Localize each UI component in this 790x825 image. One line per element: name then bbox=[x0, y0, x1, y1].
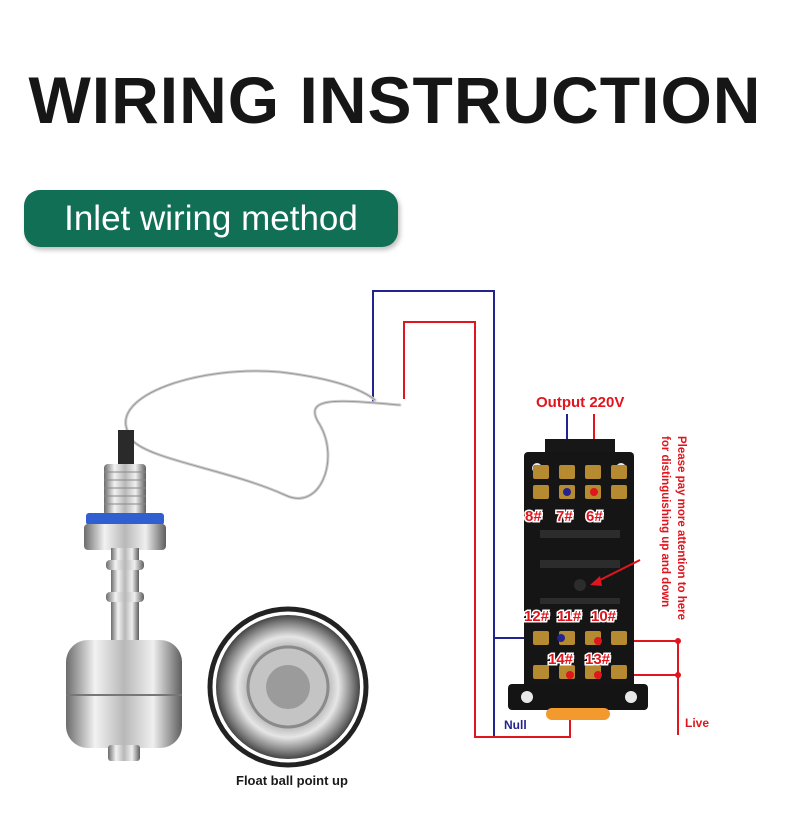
float-ball-closeup bbox=[207, 606, 369, 768]
terminal-11: 11# bbox=[557, 608, 582, 625]
note-arrow bbox=[595, 559, 641, 583]
terminal-6: 6# bbox=[586, 508, 603, 525]
terminal-10: 10# bbox=[591, 608, 617, 625]
live-label: Live bbox=[685, 716, 709, 730]
note-line-2: for distinguishing up and down bbox=[659, 436, 671, 607]
terminal-13: 13# bbox=[585, 651, 611, 668]
junction-dot bbox=[675, 638, 681, 644]
terminal-7: 7# bbox=[556, 508, 573, 525]
arrowhead-icon bbox=[590, 576, 602, 586]
orientation-note: Please pay more attention to here for di… bbox=[659, 436, 687, 620]
junction-dot bbox=[675, 672, 681, 678]
null-label: Null bbox=[504, 718, 527, 732]
terminal-12: 12# bbox=[524, 608, 550, 625]
float-switch bbox=[66, 430, 182, 761]
terminal-8: 8# bbox=[525, 508, 542, 525]
output-label: Output 220V bbox=[536, 394, 624, 411]
relay-socket bbox=[508, 439, 648, 720]
method-badge: Inlet wiring method bbox=[24, 190, 398, 247]
note-line-1: Please pay more attention to here bbox=[675, 436, 687, 620]
float-caption: Float ball point up bbox=[236, 773, 348, 788]
page-title: WIRING INSTRUCTION bbox=[28, 63, 762, 137]
blue-null-wire bbox=[372, 290, 561, 736]
terminal-14: 14# bbox=[548, 651, 574, 668]
